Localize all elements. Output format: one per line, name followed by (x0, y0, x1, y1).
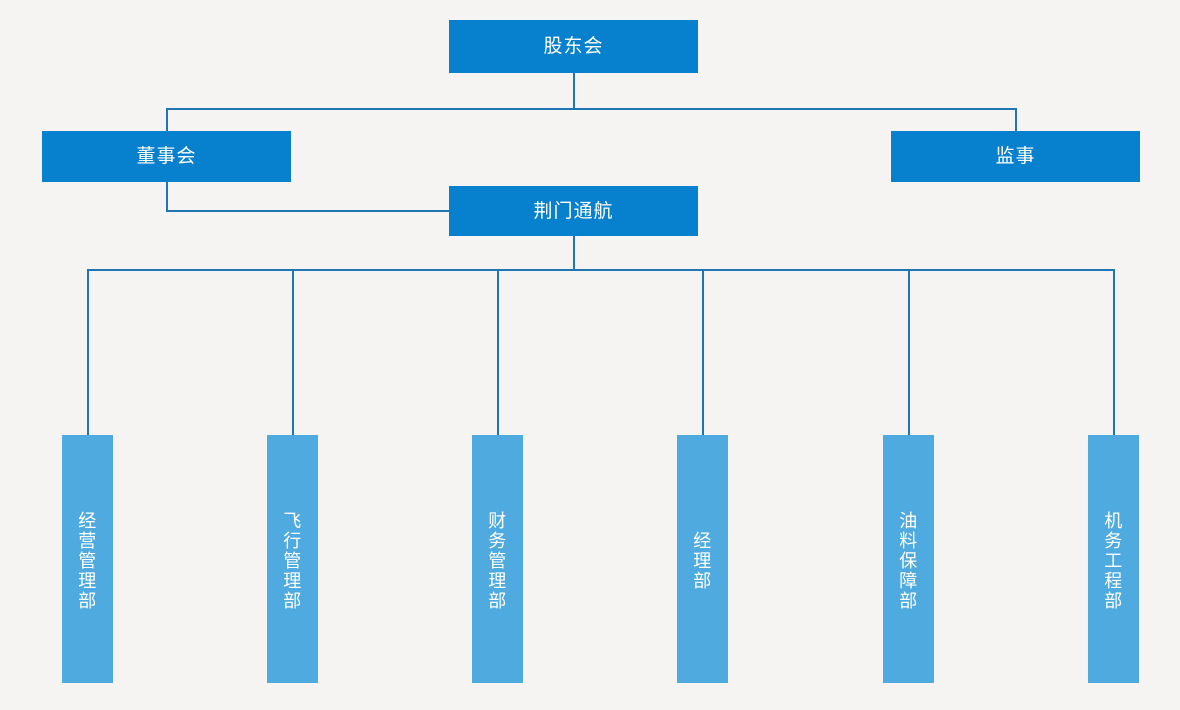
node-dept-business-management[interactable]: 经营管理部 (62, 435, 113, 683)
connector-drop-dept-1 (87, 269, 89, 436)
connector-drop-dept-3 (497, 269, 499, 436)
node-dept-fuel-supply[interactable]: 油料保障部 (883, 435, 934, 683)
node-company-label: 荆门通航 (533, 200, 614, 222)
node-supervisor-label: 监事 (995, 146, 1036, 167)
connector-to-board (166, 108, 168, 131)
connector-company-down (573, 236, 575, 271)
node-dept-flight-management[interactable]: 飞行管理部 (267, 435, 318, 683)
node-board-of-directors-label: 董事会 (136, 146, 197, 167)
node-dept-maintenance-engineering[interactable]: 机务工程部 (1088, 435, 1139, 683)
node-board-of-directors[interactable]: 董事会 (42, 131, 291, 182)
connector-board-to-company (166, 210, 450, 212)
node-dept-manager[interactable]: 经理部 (677, 435, 728, 683)
connector-level2-bus (166, 108, 1017, 110)
connector-shareholders-down (573, 73, 575, 110)
node-dept-finance-management[interactable]: 财务管理部 (472, 435, 523, 683)
connector-board-down (166, 182, 168, 212)
node-dept-flight-management-label: 飞行管理部 (283, 510, 302, 612)
connector-drop-dept-2 (292, 269, 294, 436)
connector-drop-dept-6 (1113, 269, 1115, 436)
node-dept-fuel-supply-label: 油料保障部 (899, 510, 918, 612)
node-dept-finance-management-label: 财务管理部 (488, 510, 507, 612)
node-dept-manager-label: 经理部 (693, 530, 712, 592)
connector-departments-bus (87, 269, 1115, 271)
node-dept-business-management-label: 经营管理部 (78, 510, 97, 612)
connector-drop-dept-4 (702, 269, 704, 436)
node-company[interactable]: 荆门通航 (449, 186, 698, 236)
node-supervisor[interactable]: 监事 (891, 131, 1140, 182)
node-shareholders[interactable]: 股东会 (449, 20, 698, 73)
node-shareholders-label: 股东会 (543, 36, 604, 57)
connector-to-supervisor (1015, 108, 1017, 131)
node-dept-maintenance-engineering-label: 机务工程部 (1104, 510, 1123, 612)
connector-drop-dept-5 (908, 269, 910, 436)
